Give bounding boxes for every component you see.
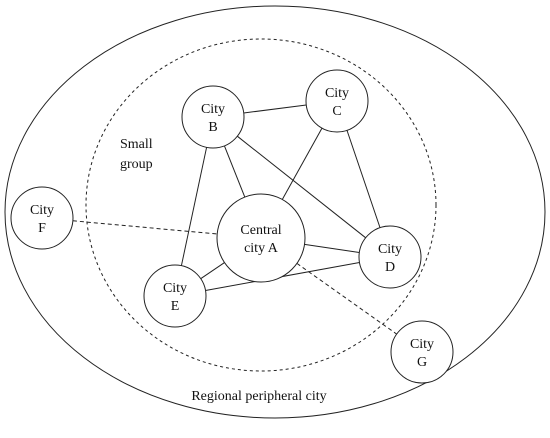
small-group-label-line-1: Small (120, 137, 153, 152)
small-group-boundary-ellipse (85, 38, 437, 372)
node-label-b-line-2: B (208, 120, 217, 135)
node-label-b-line-1: City (201, 102, 225, 117)
node-circle-f (10, 186, 74, 250)
node-circle-d (358, 225, 422, 289)
edge-a-d (304, 243, 360, 253)
edge-a-e (200, 262, 225, 280)
node-label-a-line-1: Central (240, 223, 281, 238)
node-label-d-line-1: City (378, 242, 402, 257)
edge-b-c (243, 104, 307, 114)
regional-peripheral-city-label: Regional peripheral city (191, 389, 326, 404)
small-group-label-line-2: group (120, 157, 153, 172)
node-circle-a (216, 193, 306, 283)
regional-boundary-ellipse (4, 5, 546, 419)
node-label-c-line-1: City (325, 86, 349, 101)
edge-b-e (180, 147, 208, 266)
edge-c-a (281, 127, 323, 200)
node-city-a: Central city A (216, 193, 306, 283)
node-label-f-line-1: City (30, 203, 54, 218)
edge-b-d (236, 135, 367, 239)
node-label-d-line-2: D (385, 260, 395, 275)
edge-c-d (346, 130, 381, 228)
edges-layer (72, 104, 397, 335)
node-label-g-line-2: G (417, 355, 427, 370)
node-label-e-line-2: E (171, 299, 180, 314)
node-circle-e (143, 264, 207, 328)
node-circle-c (305, 69, 369, 133)
edge-b-a (223, 145, 246, 198)
node-label-c-line-2: C (332, 104, 341, 119)
node-label-g-line-1: City (410, 337, 434, 352)
node-label-a-line-2: city A (244, 241, 279, 256)
node-circle-g (390, 320, 454, 384)
edge-a-g (296, 262, 397, 335)
edge-f-a (72, 220, 218, 235)
node-label-f-line-2: F (38, 221, 46, 236)
node-circle-b (181, 85, 245, 149)
node-label-e-line-1: City (163, 281, 187, 296)
